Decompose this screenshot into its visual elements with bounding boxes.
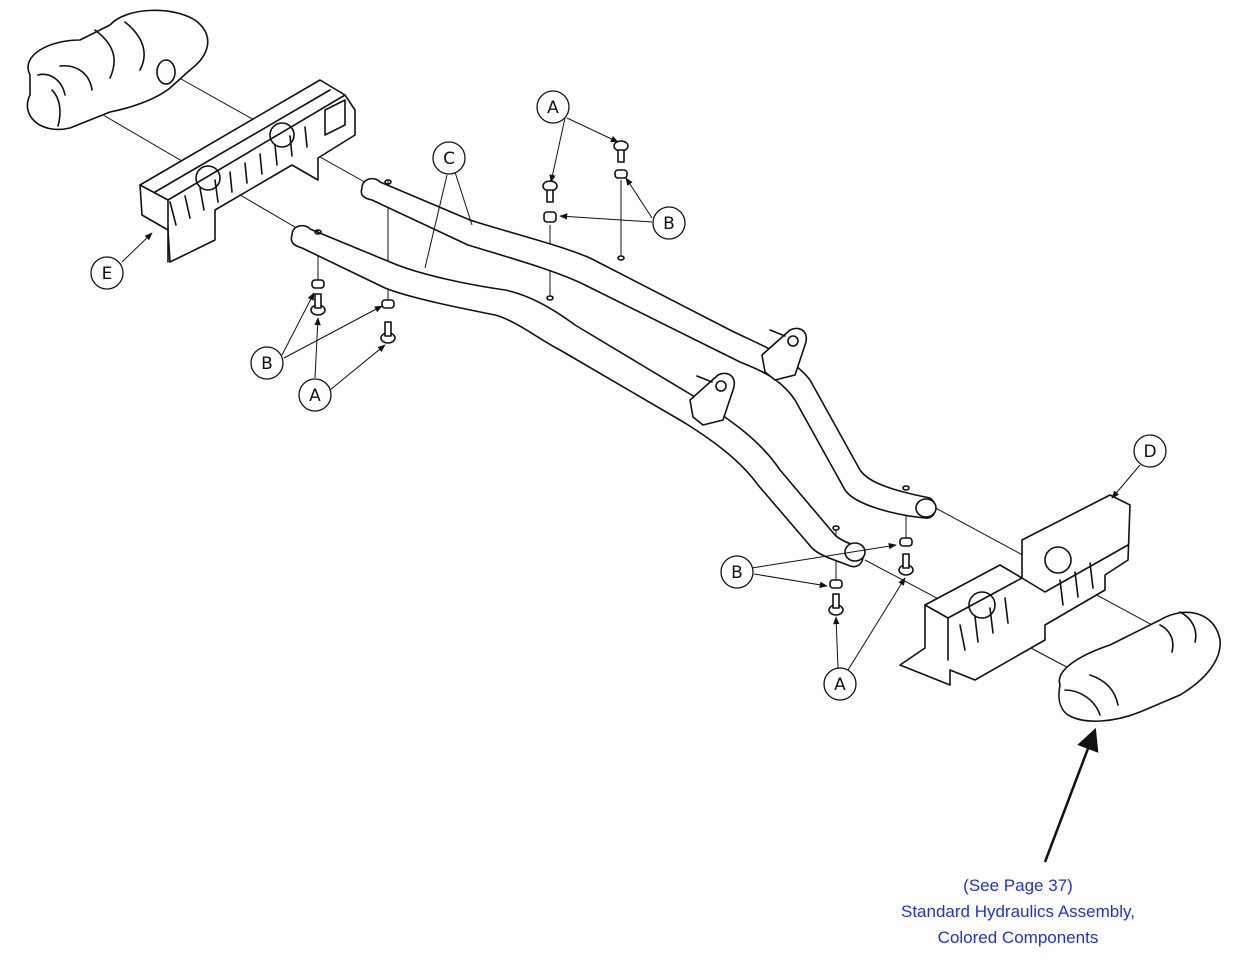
screw-a	[310, 293, 326, 316]
washer-b	[543, 211, 557, 223]
washer-b	[829, 579, 843, 589]
callout-a-top: A	[536, 90, 570, 124]
bracket-e	[139, 79, 356, 263]
leader-lines	[121, 117, 1141, 863]
callout-b-top: B	[652, 206, 686, 240]
callout-e: E	[90, 256, 124, 290]
reference-title[interactable]: Standard Hydraulics Assembly,	[900, 902, 1135, 921]
washer-b	[899, 537, 913, 547]
svg-text:B: B	[663, 214, 675, 234]
callout-a-right: A	[823, 667, 857, 701]
svg-text:B: B	[731, 563, 743, 583]
svg-text:A: A	[547, 98, 559, 118]
screw-a	[898, 553, 914, 576]
screw-a	[828, 593, 844, 616]
bracket-d	[899, 494, 1131, 686]
callout-c: C	[432, 141, 466, 175]
callout-b-left: B	[250, 346, 284, 380]
left-cushion	[26, 9, 209, 131]
svg-text:A: A	[309, 386, 321, 406]
callout-a-left: A	[298, 378, 332, 412]
washer-b	[614, 169, 628, 179]
screw-a	[380, 321, 396, 344]
right-cushion	[1058, 611, 1221, 722]
reference-subtitle[interactable]: Colored Components	[937, 928, 1099, 947]
screw-a	[613, 140, 629, 163]
callout-d: D	[1133, 434, 1167, 468]
svg-text:E: E	[102, 264, 113, 284]
washer-b	[381, 299, 395, 309]
reference-link[interactable]: (See Page 37) Standard Hydraulics Assemb…	[838, 873, 1198, 951]
svg-text:D: D	[1143, 442, 1156, 462]
svg-text:B: B	[261, 354, 273, 374]
callout-b-right: B	[720, 555, 754, 589]
washer-b	[311, 279, 325, 289]
svg-text:A: A	[834, 675, 846, 695]
screw-a	[542, 180, 558, 203]
svg-text:C: C	[443, 149, 455, 169]
hardware-fasteners	[310, 140, 914, 616]
reference-page[interactable]: (See Page 37)	[963, 876, 1073, 895]
frame-tubes-c	[290, 177, 937, 568]
